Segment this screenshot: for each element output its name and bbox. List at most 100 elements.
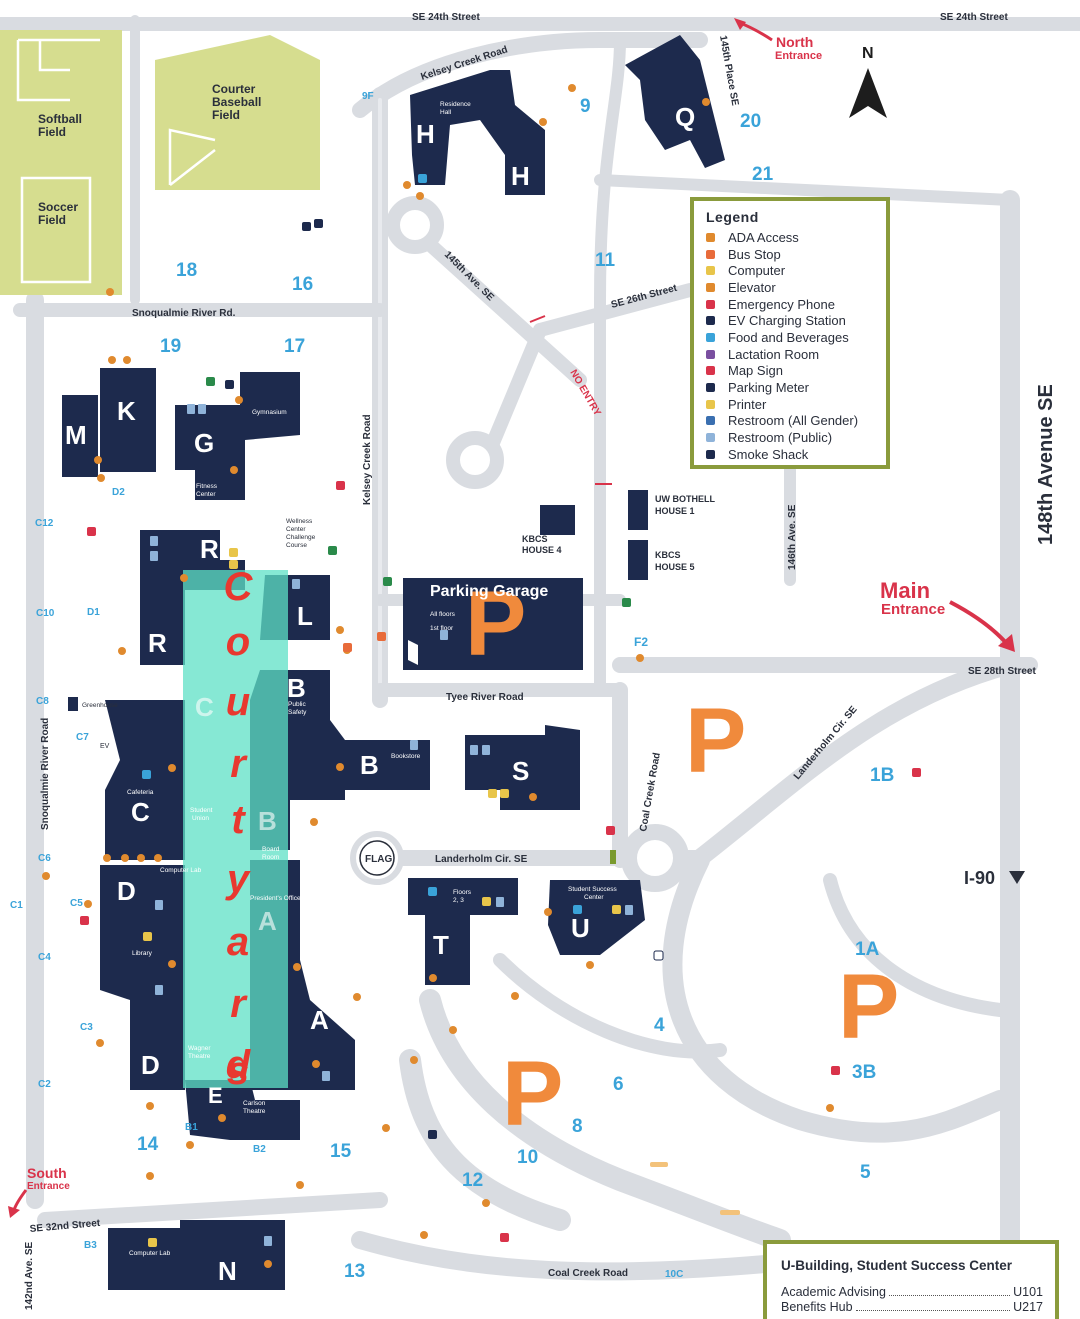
legend-item-icon [706,299,715,309]
building-letter-Q: Q [675,102,695,132]
kbcs-house-4 [540,505,575,535]
restroom-icon [410,740,418,750]
uw-house-label-2: HOUSE 1 [655,506,695,516]
legend-item-icon [706,232,715,242]
uw-house-1 [628,490,648,530]
restroom-icon [155,985,163,995]
compass-label: N [862,45,874,62]
bus-stop-icon [377,632,386,641]
map-sign-icon [206,377,215,386]
bus-shelter-marks [650,1162,740,1215]
residence-hall-label-2: Hall [440,109,452,116]
legend-item: Bus Stop [706,246,876,263]
floors-t-label-2: 2, 3 [453,897,464,904]
building-H [410,70,545,195]
lot-1A: 1A [855,939,880,960]
emergency-phone-icon [336,481,345,490]
emergency-phone-icon [606,826,615,835]
soccer-field-lines [20,176,92,284]
building-letter-H2: H [511,161,530,191]
building-sublabels: Residence Hall Gymnasium Fitness Center … [82,101,715,1257]
uw-house-label-1: UW BOTHELL [655,494,715,504]
softball-diamond-lines [16,38,100,102]
food-icon [428,887,437,896]
athletic-fields [0,30,320,295]
bookstore-label: Bookstore [391,753,421,760]
lot-B3: B3 [84,1240,97,1251]
ssc-label-2: Center [584,894,604,901]
amenity-icons [80,174,921,1247]
legend-item-label: Restroom (Public) [728,430,833,446]
courtyards-overlay [183,570,288,1088]
legend-item-icon [706,449,715,459]
building-letter-N: N [218,1256,237,1286]
office-name: Academic Advising [781,1285,886,1299]
board-room-label-2: Room [262,854,279,861]
street-snoqualmie-rd: Snoqualmie River Rd. [132,308,236,319]
building-S [465,725,580,810]
parking-garage-label: Parking Garage [430,583,548,600]
street-145-place: 145th Place SE [717,35,740,107]
north-entrance-line1: North [776,34,813,50]
building-G [175,372,300,500]
gymnasium-label: Gymnasium [252,409,287,416]
legend-item: Parking Meter [706,379,876,396]
parking-p-markers: P P P P [465,573,899,1145]
south-entrance-arrow-icon [12,1189,28,1211]
crosswalk-marks [529,315,612,485]
legend-item-icon [706,249,715,259]
street-landerholm-cir: Landerholm Cir. SE [435,854,528,865]
wellness-label-1: Wellness [286,518,313,525]
compass-north-arrow-icon: N [849,45,887,118]
building-M [62,395,98,477]
i90-arrow-icon [1009,871,1025,884]
restroom-icon [322,1071,330,1081]
lot-15: 15 [330,1141,352,1162]
building-letter-T: T [433,930,449,960]
building-letter-G: G [194,428,214,458]
north-entrance-line2: Entrance [775,50,822,62]
lot-14: 14 [137,1134,159,1155]
legend-item-label: Emergency Phone [728,296,835,312]
main-entrance-arrow-icon [949,600,1010,647]
legend-title: Legend [706,209,759,225]
legend-item: Emergency Phone [706,296,876,313]
lot-18: 18 [176,260,197,281]
lot-4: 4 [654,1015,665,1036]
courtyards-letter-2: o [226,620,250,664]
computer-icon [482,897,491,906]
lot-C6: C6 [38,853,51,864]
building-letter-R2: R [148,628,167,658]
kbcs4-label-1: KBCS [522,534,548,544]
parking-meter-icon [428,1130,437,1139]
cafeteria-label: Cafeteria [127,789,154,796]
legend-item-icon [706,433,715,443]
legend-item: Elevator [706,279,876,296]
restroom-icon [440,630,448,640]
soccer-label-1: Soccer [38,200,78,214]
legend-item-label: EV Charging Station [728,313,846,329]
building-letter-R1: R [200,534,219,564]
lot-13: 13 [344,1261,365,1282]
restroom-icon [470,745,478,755]
legend-item-icon [706,266,715,276]
legend-item-icon [706,316,715,326]
legend-item-label: Computer [728,263,786,279]
map-sign-icon [622,598,631,607]
baseball-diamond-lines [168,128,216,186]
library-label: Library [132,950,153,957]
emergency-phone-icon [912,768,921,777]
wagner-theatre-label-2: Theatre [188,1053,211,1060]
street-tyee: Tyee River Road [446,692,524,703]
lot-C5: C5 [70,898,83,909]
restroom-icon [482,745,490,755]
lot-8: 8 [572,1116,583,1137]
legend-item-label: ADA Access [728,229,799,245]
restroom-icon [155,900,163,910]
street-145-ave: 145th Ave. SE [442,249,496,303]
lot-C1: C1 [10,900,23,911]
legend-item-label: Food and Beverages [728,329,849,345]
emergency-phone-icon [87,527,96,536]
restroom-icon [150,551,158,561]
